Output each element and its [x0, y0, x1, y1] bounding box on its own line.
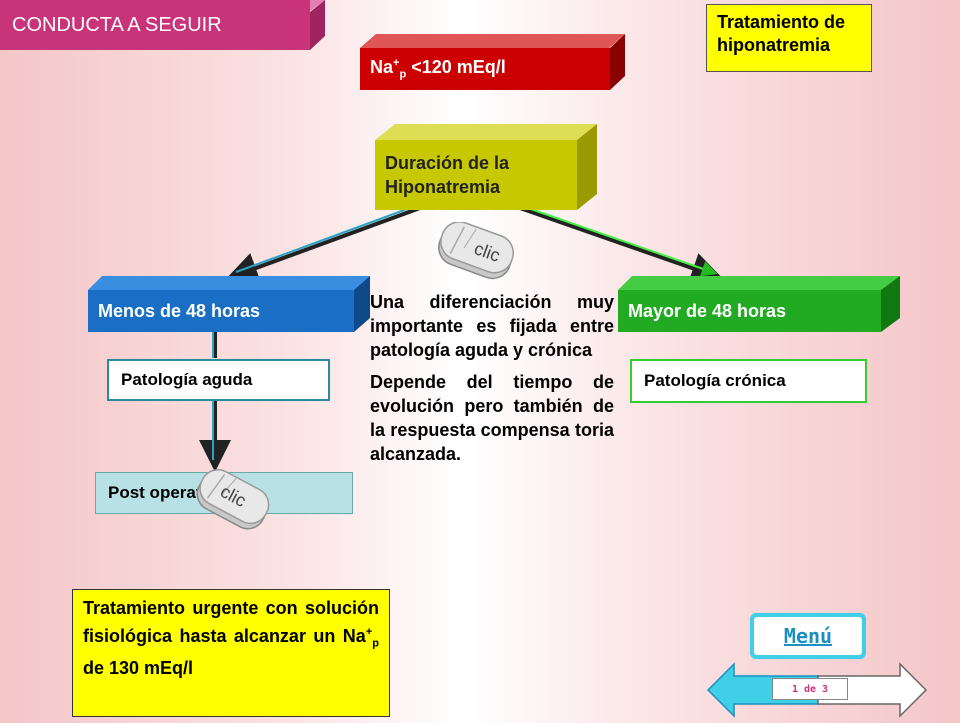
sodium-threshold-box: Na+p <120 mEq/l	[360, 34, 625, 90]
page-indicator: 1 de 3	[772, 678, 848, 700]
acute-pathology-box: Patología aguda	[107, 359, 330, 401]
center-text: Una diferenciación muy importante es fij…	[370, 290, 614, 466]
more-48h-box: Mayor de 48 horas	[618, 276, 900, 332]
more-48h-label: Mayor de 48 horas	[628, 300, 787, 321]
pager-nav: 1 de 3	[706, 662, 928, 718]
chronic-pathology-box: Patología crónica	[630, 359, 867, 403]
menu-button[interactable]: Menú	[750, 613, 866, 659]
sodium-label: Na+p <120 mEq/l	[370, 57, 506, 81]
less-48h-box: Menos de 48 horas	[88, 276, 370, 332]
center-paragraph-1: Una diferenciación muy importante es fij…	[370, 292, 614, 360]
less-48h-label: Menos de 48 horas	[98, 300, 261, 321]
duration-line1: Duración de la	[385, 153, 510, 173]
header-label: CONDUCTA A SEGUIR	[0, 0, 310, 50]
arrow-to-right-branch	[519, 206, 724, 284]
center-paragraph-2: Depende del tiempo de evolución pero tam…	[370, 372, 614, 464]
duration-line2: Hiponatremia	[385, 177, 501, 197]
mouse-clic-icon-bottom[interactable]: clic	[190, 466, 274, 536]
arrow-to-left-branch	[225, 206, 421, 284]
menu-button-label: Menú	[754, 617, 862, 655]
treatment-box: Tratamiento urgente con solución fisioló…	[72, 589, 390, 717]
duration-box: Duración de la Hiponatremia	[375, 124, 597, 210]
page-title: Tratamiento de hiponatremia	[706, 4, 872, 72]
treatment-text: Tratamiento urgente con solución fisioló…	[83, 598, 379, 678]
header-side-face	[310, 0, 325, 50]
mouse-clic-icon-top[interactable]: clic	[430, 221, 520, 284]
